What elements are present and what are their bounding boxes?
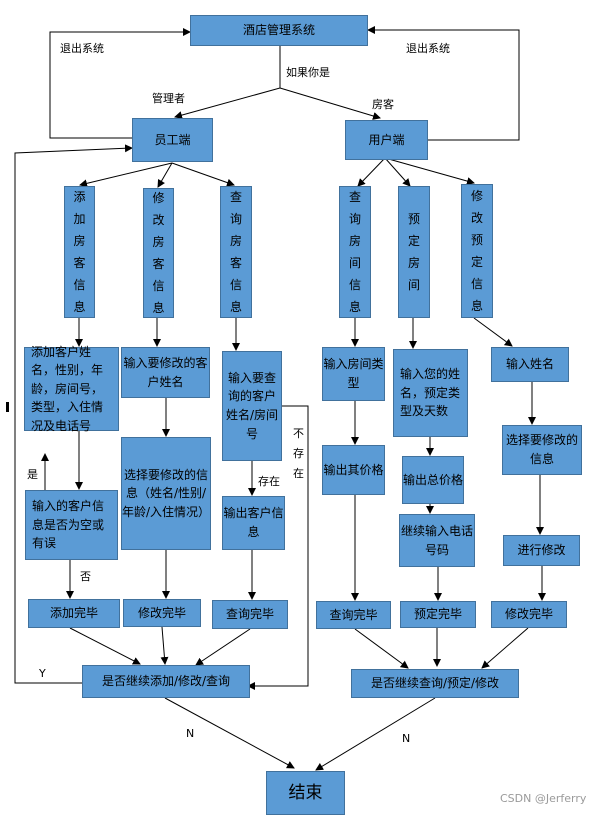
label-N-left: N	[186, 727, 195, 740]
staff-continue-node: 是否继续添加/修改/查询	[82, 665, 250, 698]
watermark: CSDN @Jerferry	[500, 792, 587, 805]
role-admin-label: 管理者	[152, 92, 185, 105]
text-cursor-marker	[6, 402, 9, 412]
system-title-node: 酒店管理系统	[190, 15, 368, 46]
user-continue-node: 是否继续查询/预定/修改	[351, 669, 519, 698]
user-node: 用户端	[345, 120, 428, 160]
user-op-book-room: 预定房间	[398, 186, 430, 318]
label-yes: 是	[27, 468, 38, 481]
staff-op-query: 查询房客信息	[220, 186, 252, 318]
staff-query-input: 输入要查询的客户姓名/房间号	[222, 351, 282, 461]
staff-modify-input: 输入要修改的客户姓名	[121, 347, 210, 398]
user-mod-done: 修改完毕	[491, 601, 567, 628]
staff-op-modify: 修改房客信息	[143, 188, 174, 318]
user-qr-done: 查询完毕	[316, 601, 391, 629]
label-not-exists: 不存在	[293, 427, 304, 480]
user-book-done: 预定完毕	[400, 601, 476, 628]
staff-add-input: 添加客户姓名，性别，年龄，房间号，类型，入住情况及电话号	[24, 345, 119, 433]
end-node: 结束	[266, 771, 345, 815]
staff-node: 员工端	[132, 118, 213, 162]
label-Y: Y	[39, 667, 46, 680]
staff-add-check: 输入的客户信息是否为空或有误	[25, 490, 118, 560]
user-qr-input: 输入房间类型	[322, 347, 385, 401]
user-book-input: 输入您的姓名，预定类型及天数	[393, 349, 468, 437]
label-exists: 存在	[258, 475, 280, 488]
user-qr-output: 输出其价格	[322, 445, 385, 495]
staff-modify-done: 修改完毕	[123, 599, 201, 627]
exit-label-left: 退出系统	[60, 42, 104, 55]
user-op-query-room: 查询房间信息	[339, 186, 371, 318]
label-no: 否	[80, 570, 91, 583]
label-N-right: N	[402, 732, 411, 745]
staff-query-output: 输出客户信息	[222, 496, 285, 550]
user-book-phone: 继续输入电话号码	[399, 514, 475, 567]
staff-op-add: 添加房客信息	[64, 186, 95, 318]
staff-modify-select: 选择要修改的信息（姓名/性别/年龄/入住情况）	[121, 437, 211, 550]
user-mod-name: 输入姓名	[491, 347, 569, 382]
user-book-total: 输出总价格	[402, 456, 464, 504]
ask-role-label: 如果你是	[286, 66, 330, 79]
user-op-modify-booking: 修改预定信息	[461, 184, 493, 318]
role-guest-label: 房客	[372, 98, 394, 111]
user-mod-select: 选择要修改的信息	[502, 425, 582, 475]
staff-query-done: 查询完毕	[212, 600, 288, 629]
user-mod-do: 进行修改	[503, 535, 580, 566]
staff-add-done: 添加完毕	[28, 599, 120, 628]
exit-label-right: 退出系统	[406, 42, 450, 55]
